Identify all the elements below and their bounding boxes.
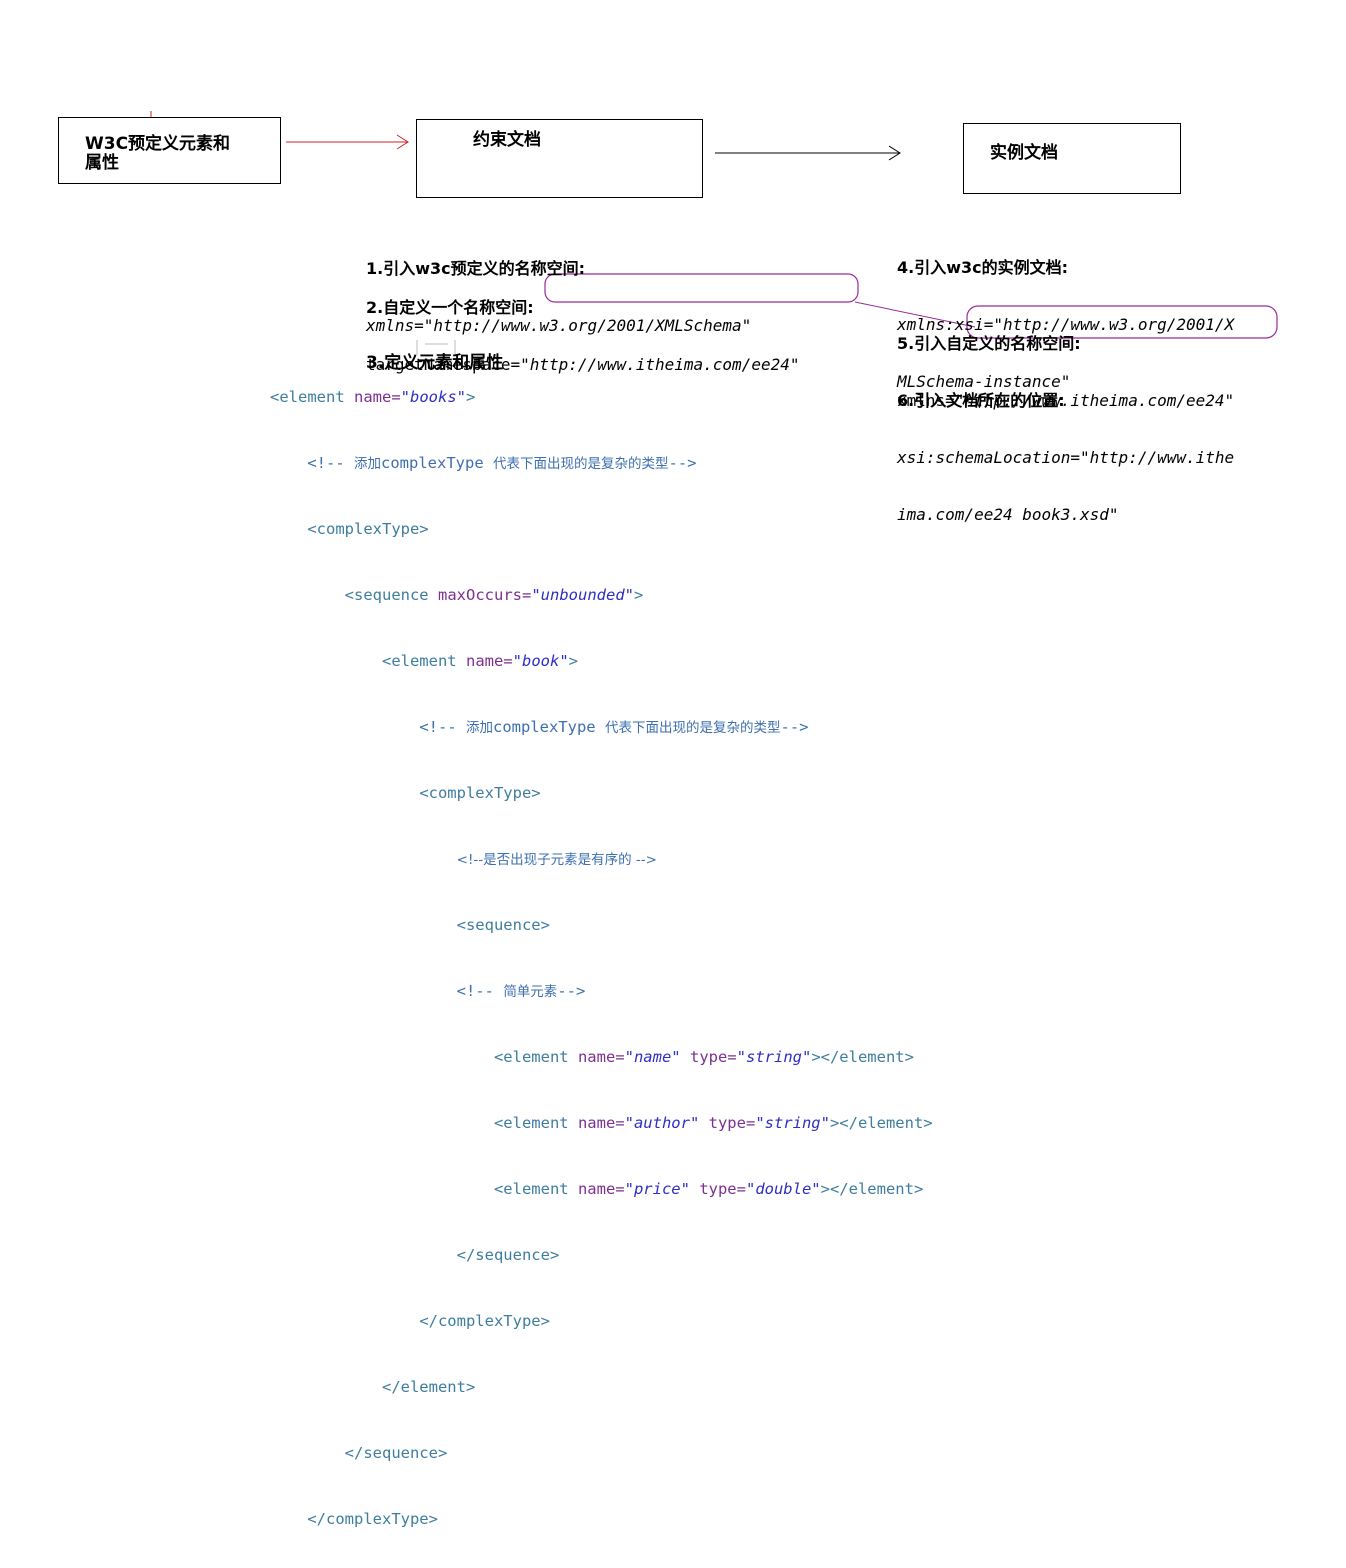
- namespace-highlight-oval-right: [966, 305, 1278, 339]
- note-4: 4.引入w3c的实例文档: xmlns:xsi="http://www.w3.o…: [897, 220, 1234, 410]
- code-line: <element name="price" type="double"></el…: [493, 1180, 924, 1198]
- code-line: <!-- 添加complexType 代表下面出现的是复杂的类型-->: [419, 718, 809, 736]
- note-3-title: 3.定义元素和属性: [366, 353, 504, 373]
- instance-document-box: 实例文档: [963, 123, 1181, 194]
- note-1-value: xmlns="http://www.w3.org/2001/XMLSchema": [366, 316, 752, 335]
- w3c-box-label-line2: 属性: [85, 153, 119, 173]
- red-arrow: [286, 134, 409, 150]
- note-5-value: "http://www.itheima.com/ee24": [954, 391, 1235, 410]
- note-6: 6.引入文档所在的位置: xsi:schemaLocation="http://…: [897, 353, 1234, 543]
- note-1: 1.引入w3c预定义的名称空间: xmlns="http://www.w3.or…: [366, 221, 751, 354]
- note-4-line2: MLSchema-instance": [897, 372, 1071, 391]
- code-line: <element name="author" type="string"></e…: [493, 1114, 933, 1132]
- w3c-box-label-line1: W3C预定义元素和: [85, 134, 231, 154]
- code-line: <element name="books">: [270, 388, 476, 406]
- black-arrow: [715, 145, 901, 161]
- xml-schema-code: <element name="books"> <!-- 添加complexTyp…: [270, 342, 933, 1568]
- code-line: </sequence>: [456, 1246, 560, 1264]
- code-line: <sequence maxOccurs="unbounded">: [344, 586, 644, 604]
- code-line: </complexType>: [307, 1510, 438, 1528]
- note-5: 5.引入自定义的名称空间: xmlns="http://www.itheima.…: [897, 296, 1234, 429]
- note-6-line2: ima.com/ee24 book3.xsd": [897, 505, 1119, 524]
- code-line: </sequence>: [344, 1444, 448, 1462]
- namespace-link-line: [854, 301, 976, 328]
- note-6-line1: xsi:schemaLocation="http://www.ithe: [897, 448, 1235, 467]
- note-2: 2.自定义一个名称空间: targetNamespace="http://www…: [366, 260, 799, 393]
- note-5-title: 5.引入自定义的名称空间:: [897, 334, 1081, 353]
- note-4-title: 4.引入w3c的实例文档:: [897, 258, 1069, 277]
- constraint-document-box: 约束文档: [416, 119, 703, 198]
- connector-layer: [150, 111, 1278, 355]
- note-1-title: 1.引入w3c预定义的名称空间:: [366, 259, 586, 278]
- note-6-title: 6.引入文档所在的位置:: [897, 391, 1065, 410]
- code-line: <element name="name" type="string"></ele…: [493, 1048, 914, 1066]
- text-cursor-mark: [416, 340, 456, 355]
- code-line: <!-- 简单元素-->: [456, 982, 586, 1000]
- note-2-prefix: targetNamespace=: [366, 355, 521, 374]
- instance-box-label: 实例文档: [990, 143, 1058, 163]
- note-5-prefix: xmlns=: [897, 391, 955, 410]
- code-line: </element>: [381, 1378, 476, 1396]
- note-2-value: "http://www.itheima.com/ee24": [520, 355, 800, 374]
- code-line: <sequence>: [456, 916, 550, 934]
- code-line: <element name="book">: [381, 652, 578, 670]
- code-line: <!-- 添加complexType 代表下面出现的是复杂的类型-->: [307, 454, 697, 472]
- note-4-line1: xmlns:xsi="http://www.w3.org/2001/X: [897, 315, 1235, 334]
- code-line: <complexType>: [307, 520, 429, 538]
- namespace-highlight-oval-left: [544, 273, 859, 303]
- note-2-title: 2.自定义一个名称空间:: [366, 298, 534, 317]
- code-line: </complexType>: [419, 1312, 550, 1330]
- constraint-box-label: 约束文档: [473, 130, 541, 150]
- code-line: <!--是否出现子元素是有序的 -->: [456, 852, 657, 868]
- note-3: 3.定义元素和属性: [366, 316, 503, 392]
- w3c-predefined-box: W3C预定义元素和 属性: [58, 117, 281, 184]
- code-line: <complexType>: [419, 784, 541, 802]
